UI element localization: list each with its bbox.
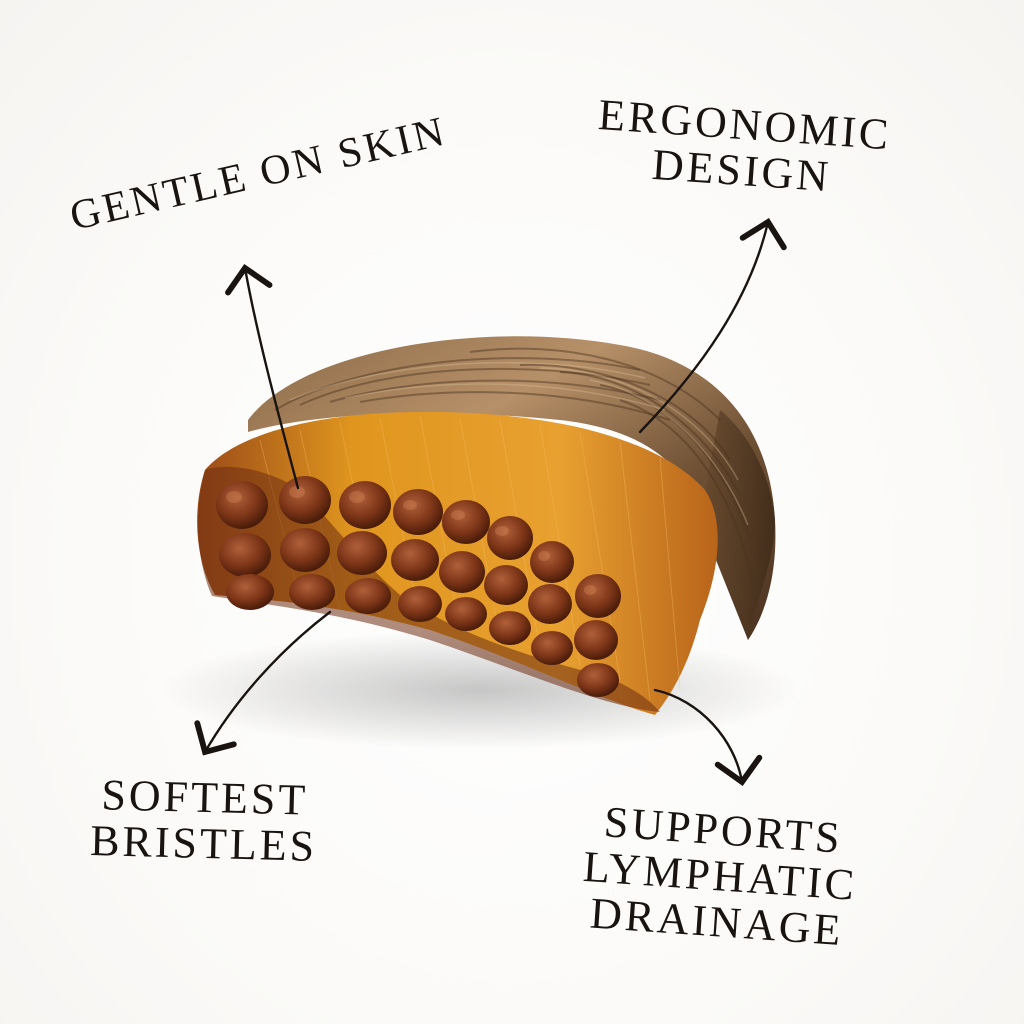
label-lymphatic-drainage: SUPPORTS LYMPHATIC DRAINAGE: [578, 797, 861, 955]
label-softest-bristles: SOFTEST BRISTLES: [89, 770, 319, 872]
arrow-ergonomic: [638, 217, 787, 434]
wooden-handle: [248, 336, 776, 640]
arrow-gentle: [225, 263, 300, 490]
callout-arrows: [194, 217, 787, 787]
arrow-softest: [194, 610, 332, 756]
label-softest-line2: BRISTLES: [89, 816, 318, 872]
arrow-lymphatic: [653, 688, 763, 787]
massage-nubs: [216, 476, 621, 697]
